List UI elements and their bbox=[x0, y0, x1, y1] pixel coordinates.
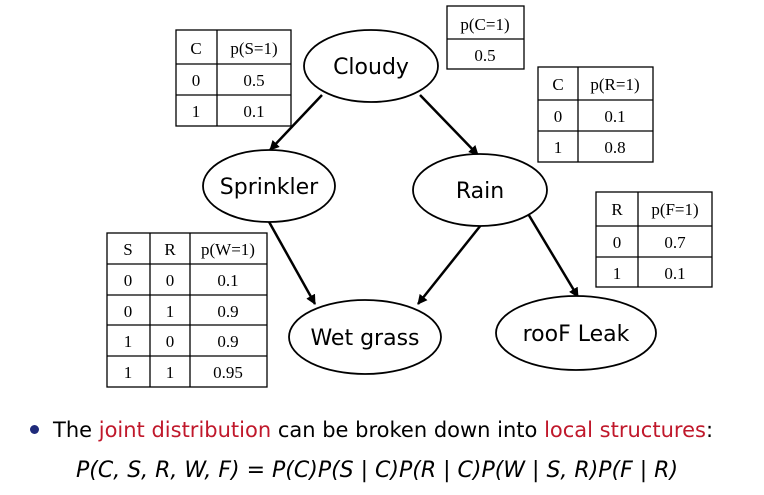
node-rain: Rain bbox=[412, 153, 548, 227]
cpt-rain-header-c: C bbox=[552, 75, 563, 94]
cpt-cloudy-value: 0.5 bbox=[474, 46, 495, 65]
cpt-wet-grass: S R p(W=1) 0 0 0.1 0 1 0.9 1 0 0.9 1 1 0… bbox=[106, 232, 268, 388]
cpt-sprinkler-header-c: C bbox=[190, 39, 201, 58]
edge-rain-wetgrass bbox=[417, 224, 482, 305]
node-roof-leak: rooF Leak bbox=[495, 295, 657, 371]
node-rain-label: Rain bbox=[456, 179, 504, 204]
node-cloudy: Cloudy bbox=[303, 29, 439, 103]
cpt-sprinkler-r1-c: 1 bbox=[192, 102, 201, 121]
bullet-dot-icon bbox=[30, 424, 39, 434]
highlight-local-structures: local structures bbox=[544, 418, 706, 442]
cpt-roof-leak-r0-p: 0.7 bbox=[664, 233, 686, 252]
cpt-wet-grass-r2-p: 0.9 bbox=[217, 332, 238, 351]
cpt-roof-leak-header-r: R bbox=[611, 200, 623, 219]
cpt-rain-r0-p: 0.1 bbox=[604, 107, 625, 126]
cpt-sprinkler-header-p: p(S=1) bbox=[230, 39, 277, 58]
edge-cloudy-rain bbox=[419, 94, 479, 156]
cpt-wet-grass-r3-r: 1 bbox=[166, 363, 175, 382]
cpt-wet-grass-r2-r: 0 bbox=[166, 332, 175, 351]
cpt-wet-grass-r1-p: 0.9 bbox=[217, 302, 238, 321]
bullet-point: The joint distribution can be broken dow… bbox=[30, 418, 713, 442]
bullet-text-middle: can be broken down into bbox=[271, 418, 545, 442]
cpt-sprinkler-r0-c: 0 bbox=[192, 71, 201, 90]
cpt-wet-grass-r0-s: 0 bbox=[124, 271, 133, 290]
cpt-roof-leak: R p(F=1) 0 0.7 1 0.1 bbox=[595, 191, 713, 288]
cpt-roof-leak-header-p: p(F=1) bbox=[651, 200, 698, 219]
cpt-rain-r1-p: 0.8 bbox=[604, 138, 625, 157]
node-roof-leak-label: rooF Leak bbox=[523, 322, 630, 347]
cpt-roof-leak-r1-p: 0.1 bbox=[664, 264, 685, 283]
cpt-cloudy: p(C=1) 0.5 bbox=[446, 5, 525, 70]
bullet-text-intro: The bbox=[53, 418, 99, 442]
cpt-rain-header-p: p(R=1) bbox=[590, 75, 639, 94]
node-sprinkler-label: Sprinkler bbox=[220, 175, 319, 200]
node-wet-grass-label: Wet grass bbox=[310, 326, 419, 351]
cpt-rain-r0-c: 0 bbox=[554, 107, 563, 126]
node-cloudy-label: Cloudy bbox=[333, 55, 409, 80]
cpt-wet-grass-r0-r: 0 bbox=[166, 271, 175, 290]
bayesian-network-diagram: Cloudy Sprinkler Rain Wet grass rooF Lea… bbox=[106, 5, 713, 388]
node-wet-grass: Wet grass bbox=[288, 299, 442, 375]
cpt-wet-grass-r0-p: 0.1 bbox=[217, 271, 238, 290]
cpt-roof-leak-r1-r: 1 bbox=[613, 264, 622, 283]
highlight-joint-distribution: joint distribution bbox=[98, 418, 272, 442]
cpt-wet-grass-r1-r: 1 bbox=[166, 302, 175, 321]
edge-sprinkler-wetgrass bbox=[266, 219, 317, 305]
cpt-sprinkler-r1-p: 0.1 bbox=[243, 102, 264, 121]
edge-cloudy-sprinkler bbox=[269, 94, 323, 151]
node-sprinkler: Sprinkler bbox=[202, 149, 336, 223]
cpt-wet-grass-r1-s: 0 bbox=[124, 302, 133, 321]
edge-rain-roofleak bbox=[525, 211, 580, 298]
cpt-wet-grass-r3-s: 1 bbox=[124, 363, 133, 382]
cpt-wet-grass-header-s: S bbox=[123, 240, 132, 259]
cpt-wet-grass-header-r: R bbox=[164, 240, 176, 259]
cpt-sprinkler: C p(S=1) 0 0.5 1 0.1 bbox=[175, 29, 292, 127]
cpt-wet-grass-r3-p: 0.95 bbox=[213, 363, 243, 382]
cpt-wet-grass-header-p: p(W=1) bbox=[201, 240, 255, 259]
cpt-rain-r1-c: 1 bbox=[554, 138, 563, 157]
cpt-roof-leak-r0-r: 0 bbox=[613, 233, 622, 252]
cpt-cloudy-header: p(C=1) bbox=[460, 15, 509, 34]
cpt-wet-grass-r2-s: 1 bbox=[124, 332, 133, 351]
cpt-rain: C p(R=1) 0 0.1 1 0.8 bbox=[537, 66, 654, 163]
factorization-formula: P(C, S, R, W, F) = P(C)P(S | C)P(R | C)P… bbox=[76, 458, 679, 483]
edges bbox=[266, 94, 580, 305]
bullet-text-end: : bbox=[705, 418, 714, 442]
cpt-sprinkler-r0-p: 0.5 bbox=[243, 71, 264, 90]
